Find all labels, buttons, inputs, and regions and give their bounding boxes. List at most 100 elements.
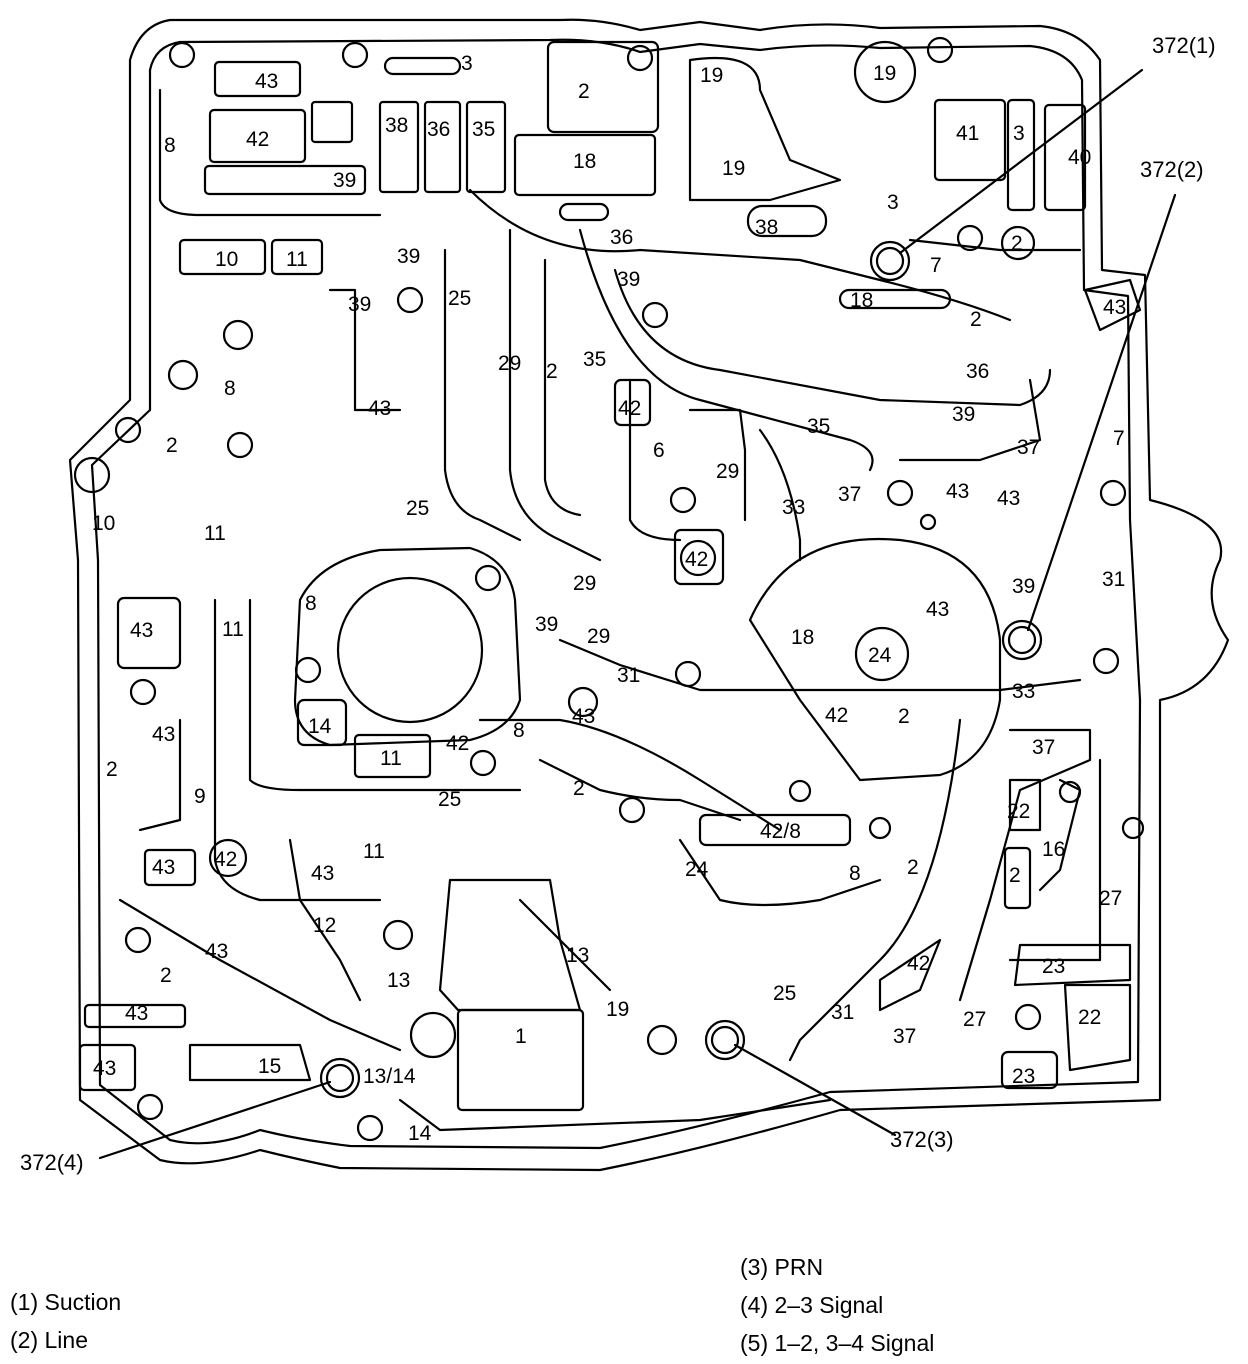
label-10: 10 bbox=[92, 512, 115, 535]
label-3: 3 bbox=[461, 52, 473, 75]
label-43: 43 bbox=[946, 480, 969, 503]
channel-36 bbox=[468, 188, 1012, 322]
label-14: 14 bbox=[408, 1122, 432, 1145]
label-2: 2 bbox=[578, 80, 590, 103]
label-2: 2 bbox=[546, 360, 558, 383]
label-8: 8 bbox=[513, 719, 525, 742]
label-36: 36 bbox=[610, 226, 633, 249]
leader-372-3 bbox=[733, 1043, 897, 1137]
label-27: 27 bbox=[1099, 887, 1122, 910]
label-2: 2 bbox=[907, 856, 919, 879]
channel-42-right bbox=[878, 938, 942, 1012]
port-19-left bbox=[1000, 225, 1036, 261]
label-2: 2 bbox=[106, 758, 118, 781]
label-2: 2 bbox=[898, 705, 910, 728]
label-31: 31 bbox=[1102, 568, 1125, 591]
label-37: 37 bbox=[893, 1025, 916, 1048]
label-43: 43 bbox=[311, 862, 334, 885]
channel-22-right bbox=[1063, 983, 1132, 1072]
block-1-step bbox=[438, 878, 582, 1012]
block-40 bbox=[1043, 103, 1087, 212]
label-35: 35 bbox=[807, 415, 830, 438]
label-37: 37 bbox=[1032, 736, 1055, 759]
legend-item-suction: (1) Suction bbox=[10, 1289, 122, 1315]
label-43: 43 bbox=[93, 1057, 116, 1080]
label-43: 43 bbox=[130, 619, 153, 642]
block-11-top bbox=[270, 238, 324, 276]
channel-39b bbox=[613, 268, 1052, 407]
block-23 bbox=[1000, 1050, 1059, 1090]
callout-372-3: 372(3) bbox=[890, 1127, 954, 1152]
label-11: 11 bbox=[222, 618, 244, 641]
label-25: 25 bbox=[406, 497, 429, 520]
block-2-top bbox=[546, 40, 660, 134]
label-8: 8 bbox=[164, 134, 176, 157]
label-23: 23 bbox=[1042, 955, 1065, 978]
channel-15 bbox=[188, 1043, 312, 1082]
label-38: 38 bbox=[755, 216, 778, 239]
label-36: 36 bbox=[966, 360, 989, 383]
channel-16 bbox=[1038, 778, 1082, 892]
label-42: 42 bbox=[214, 848, 237, 871]
label-23: 23 bbox=[1012, 1065, 1035, 1088]
legend-left: (1) Suction (2) Line bbox=[10, 1283, 121, 1359]
legend-right: (3) PRN (4) 2–3 Signal (5) 1–2, 3–4 Sign… bbox=[740, 1248, 934, 1362]
channel-22 bbox=[1008, 778, 1042, 832]
label-37: 37 bbox=[838, 483, 861, 506]
block-14 bbox=[296, 698, 348, 747]
label-29: 29 bbox=[587, 625, 610, 648]
port-19-top bbox=[853, 40, 917, 104]
label-2: 2 bbox=[573, 777, 585, 800]
block-42-top bbox=[208, 108, 307, 164]
label-2: 2 bbox=[1009, 864, 1021, 887]
label-42-8: 42/8 bbox=[760, 820, 801, 843]
label-35: 35 bbox=[472, 118, 495, 141]
valve-body-diagram: 3 2 19 19 43 8 42 38 36 35 18 39 19 41 3… bbox=[20, 18, 1230, 1175]
label-19: 19 bbox=[700, 64, 723, 87]
label-2: 2 bbox=[160, 964, 172, 987]
label-31: 31 bbox=[831, 1001, 854, 1024]
label-40: 40 bbox=[1068, 146, 1091, 169]
label-39: 39 bbox=[1012, 575, 1035, 598]
label-19: 19 bbox=[606, 998, 629, 1021]
block-10 bbox=[178, 238, 267, 276]
label-19: 19 bbox=[722, 157, 745, 180]
label-43: 43 bbox=[1103, 296, 1126, 319]
legend-item-prn: (3) PRN bbox=[740, 1254, 824, 1280]
channel-29-right bbox=[688, 408, 747, 522]
channel-31-low bbox=[788, 718, 962, 1062]
label-29: 29 bbox=[498, 352, 521, 375]
channel-43-diag bbox=[118, 898, 402, 1052]
label-39: 39 bbox=[617, 268, 640, 291]
channel-8-lower bbox=[478, 718, 782, 832]
block-43-bl3 bbox=[78, 1043, 137, 1092]
channel-6 bbox=[628, 378, 682, 542]
legend-item-2-3-signal: (4) 2–3 Signal bbox=[740, 1292, 884, 1318]
channel-35 bbox=[578, 228, 874, 472]
label-41: 41 bbox=[956, 122, 979, 145]
label-42: 42 bbox=[446, 732, 469, 755]
label-10: 10 bbox=[215, 248, 238, 271]
label-37: 37 bbox=[1017, 436, 1040, 459]
label-39: 39 bbox=[952, 403, 975, 426]
port-19-lower bbox=[409, 1011, 457, 1059]
label-31: 31 bbox=[617, 664, 640, 687]
label-39: 39 bbox=[333, 169, 356, 192]
channel-37-right bbox=[958, 728, 1092, 1002]
bolt-holes bbox=[73, 36, 1145, 1142]
label-8: 8 bbox=[849, 862, 861, 885]
channel-33 bbox=[758, 428, 802, 562]
label-43: 43 bbox=[125, 1002, 148, 1025]
label-43: 43 bbox=[152, 856, 175, 879]
label-6: 6 bbox=[653, 439, 665, 462]
label-18: 18 bbox=[791, 626, 814, 649]
label-24: 24 bbox=[868, 644, 892, 667]
label-11: 11 bbox=[204, 522, 226, 545]
label-2: 2 bbox=[1011, 232, 1023, 255]
label-33: 33 bbox=[1012, 680, 1035, 703]
block-43-top bbox=[213, 60, 302, 98]
label-38: 38 bbox=[385, 114, 408, 137]
label-27: 27 bbox=[963, 1008, 986, 1031]
channel-27 bbox=[1008, 758, 1102, 962]
label-42: 42 bbox=[685, 548, 708, 571]
